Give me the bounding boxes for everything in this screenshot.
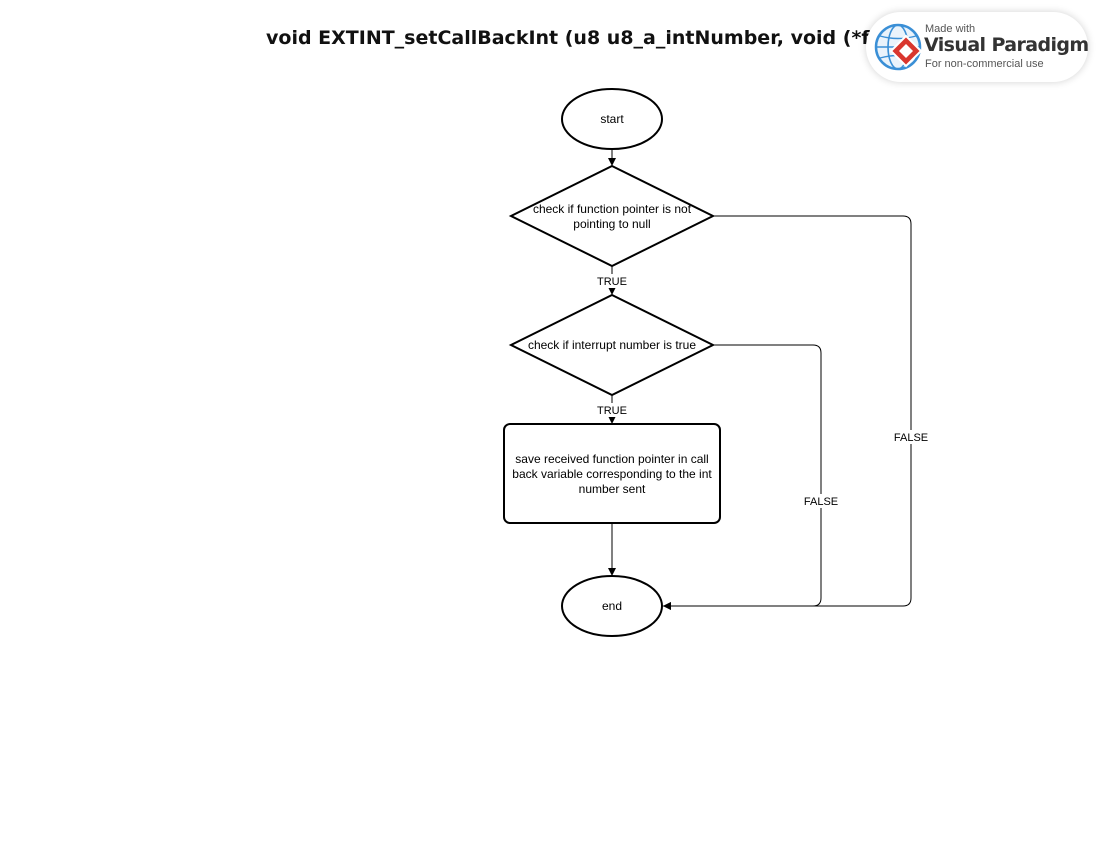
pointer-check-label-line-2: pointing to null: [573, 217, 650, 231]
watermark-note: For non-commercial use: [925, 58, 1044, 70]
end-node-label: end: [602, 599, 622, 613]
interrupt-check-label: check if interrupt number is true: [528, 338, 696, 352]
watermark-brand: Visual Paradigm: [924, 34, 1089, 56]
edge-interrupt-false: [663, 344, 822, 610]
edge-label-pointer-false: FALSE: [891, 430, 931, 444]
save-pointer-label-line-3: number sent: [579, 482, 646, 496]
diagram-title: void EXTINT_setCallBackInt (u8 u8_a_intN…: [266, 27, 1010, 49]
edge-label-interrupt-true-text: TRUE: [597, 405, 627, 417]
visual-paradigm-logo-icon: [874, 23, 923, 71]
start-node-label: start: [600, 112, 624, 126]
edge-label-pointer-true-text: TRUE: [597, 276, 627, 288]
edge-label-pointer-true: TRUE: [594, 274, 630, 288]
edge-pointer-false: [663, 215, 912, 610]
save-pointer-label-line-1: save received function pointer in call: [515, 452, 708, 466]
start-node: start: [561, 88, 663, 150]
edge-label-interrupt-false-text: FALSE: [804, 496, 838, 508]
interrupt-check-decision: check if interrupt number is true: [508, 293, 716, 397]
pointer-check-label-line-1: check if function pointer is not: [533, 202, 692, 216]
edge-label-interrupt-false: FALSE: [801, 494, 841, 508]
save-pointer-process: save received function pointer in call b…: [503, 423, 721, 524]
pointer-check-decision: check if function pointer is not pointin…: [508, 164, 716, 268]
edge-label-pointer-false-text: FALSE: [894, 432, 928, 444]
watermark-made-with: Made with: [925, 23, 976, 35]
save-pointer-label-line-2: back variable corresponding to the int: [512, 467, 712, 481]
edge-label-interrupt-true: TRUE: [594, 403, 630, 417]
end-node: end: [561, 575, 663, 637]
visual-paradigm-watermark: Made with Visual Paradigm For non-commer…: [866, 12, 1089, 82]
